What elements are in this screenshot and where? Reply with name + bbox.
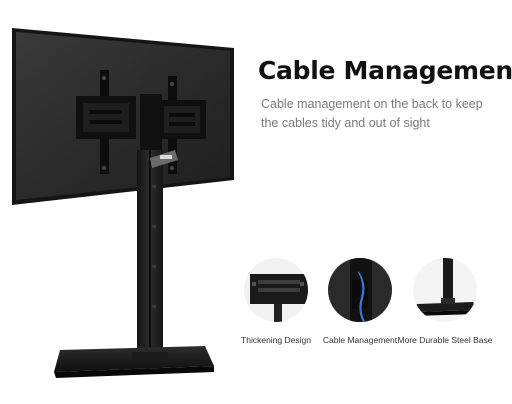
feature-description: Cable management on the back to keep the… xyxy=(261,97,483,130)
page-title: Cable Management xyxy=(258,56,512,85)
vesa-bracket xyxy=(76,70,206,174)
feature-label: Thickening Design xyxy=(241,335,311,345)
stand-base xyxy=(54,346,214,378)
feature-label: Cable Management xyxy=(322,335,398,345)
feature-label: More Durable Steel Base xyxy=(397,335,493,345)
tv-stand-product-photo xyxy=(12,28,234,378)
cable-clip-icon xyxy=(328,258,392,322)
feature-thickening-design: Thickening Design xyxy=(228,258,324,345)
steel-base-icon xyxy=(413,258,477,322)
feature-steel-base: More Durable Steel Base xyxy=(397,258,493,345)
feature-cable-management: Cable Management xyxy=(312,258,408,345)
cable-clips xyxy=(152,185,156,308)
thickening-bracket-icon xyxy=(244,258,308,322)
